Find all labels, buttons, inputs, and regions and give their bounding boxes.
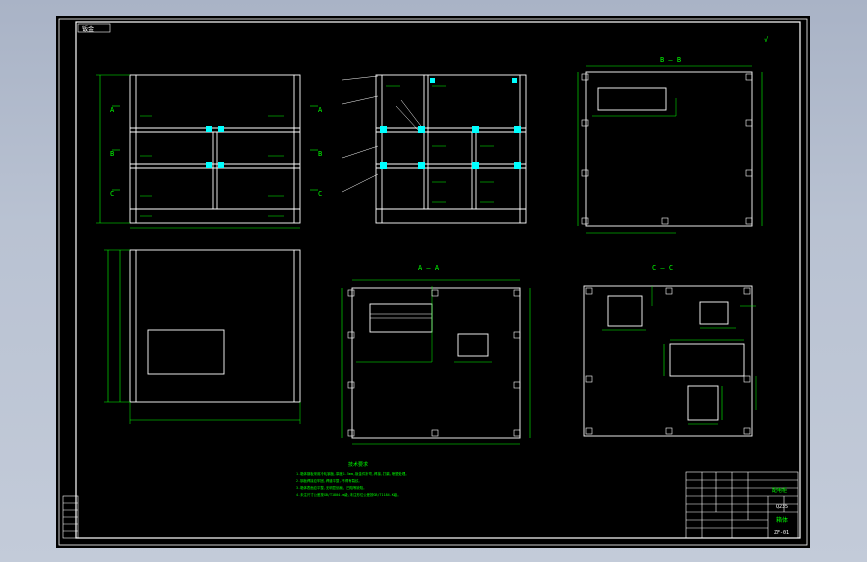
label-section-cc: C — C <box>652 264 673 272</box>
section-cc-view <box>583 285 757 437</box>
title-block-part-name: 箱体 <box>776 516 788 524</box>
cut-label-c-right: C <box>318 190 322 198</box>
tech-requirement-line-4: 4.未注尺寸公差按GB/T1804-m级,未注形位公差按GB/T1184-K级。 <box>296 492 401 497</box>
side-view <box>341 74 527 224</box>
tech-requirements-title: 技术要求 <box>348 461 368 468</box>
tech-requirement-line-1: 1.箱体钢板采用冷轧钢板,厚度1.5mm,钣金件折弯,焊接,打磨,喷塑处理。 <box>296 471 409 476</box>
title-block <box>685 471 799 539</box>
tech-requirement-line-3: 3.箱体表面应平整,无明显划痕、凹陷等缺陷。 <box>296 485 367 490</box>
title-block-drawing-no: ZF-01 <box>774 530 789 536</box>
left-stamp-column <box>62 495 79 539</box>
front-view <box>96 74 318 229</box>
cut-label-a-left: A <box>110 106 115 114</box>
tech-requirement-line-2: 2.钢板焊接应牢固,焊缝平整,不得有裂纹。 <box>296 478 362 483</box>
section-aa-view <box>341 279 531 445</box>
cut-label-b-right: B <box>318 150 322 158</box>
label-section-aa: A — A <box>418 264 440 272</box>
cut-label-a-right: A <box>318 106 323 114</box>
roughness-mark: √ <box>764 36 769 44</box>
outer-frame <box>58 18 808 546</box>
tag-box <box>77 23 111 33</box>
inner-frame <box>75 21 801 539</box>
section-bb-view <box>577 65 763 234</box>
title-block-company: 配电柜 <box>772 487 787 494</box>
title-block-material: Q235 <box>776 504 788 510</box>
cut-label-c-left: C <box>110 190 114 198</box>
label-section-bb: B — B <box>660 56 681 64</box>
drawing-svg: 钣金 √ <box>58 18 808 546</box>
top-view <box>104 249 301 424</box>
drawing-sheet[interactable]: 钣金 √ <box>56 16 810 548</box>
cut-label-b-left: B <box>110 150 114 158</box>
top-left-tag: 钣金 <box>82 25 94 33</box>
